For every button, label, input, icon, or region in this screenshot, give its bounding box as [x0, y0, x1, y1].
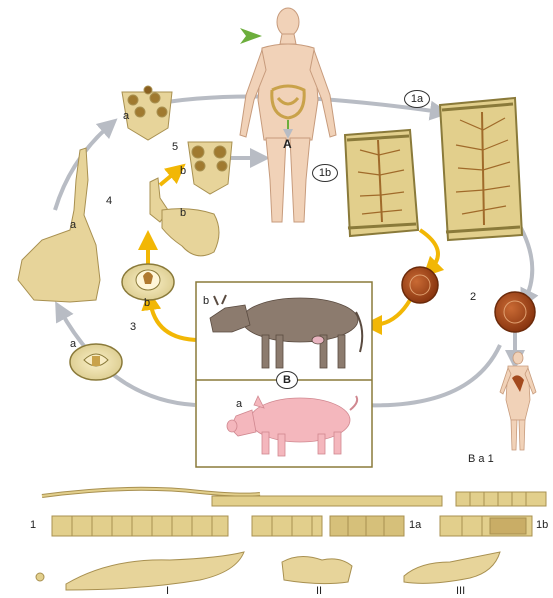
label-b-a-1: B a 1 — [468, 454, 494, 465]
label-row-1a: 1a — [409, 520, 421, 531]
label-stage-4: 4 — [106, 196, 112, 207]
human-figure-a — [240, 8, 336, 222]
label-a-cyst: a — [70, 339, 76, 350]
label-stage-2: 2 — [470, 292, 476, 303]
yellow-arrow-up-to-5 — [160, 170, 178, 185]
green-pointer-icon — [240, 28, 262, 44]
label-1a-circle: 1a — [404, 90, 430, 108]
label-row-1: 1 — [30, 520, 36, 531]
label-b-cow: b — [203, 296, 209, 307]
label-B: B — [283, 374, 291, 386]
proglottid-1b — [345, 130, 418, 236]
label-b-cyst: b — [144, 298, 150, 309]
label-1b-circle: 1b — [312, 164, 338, 182]
label-stage-3: 3 — [130, 322, 136, 333]
label-a-scolex: a — [123, 111, 129, 122]
yellow-arrow-egg-to-cow — [372, 300, 410, 325]
yellow-arrow-1b-to-egg — [420, 230, 438, 270]
label-a-pig: a — [236, 399, 242, 410]
egg-dot — [36, 573, 44, 581]
proglottid-1a — [440, 98, 522, 240]
label-b-scolex-5: b — [180, 166, 186, 177]
proglottid-III — [404, 552, 500, 583]
label-roman-II: II — [316, 586, 322, 597]
proglottid-I — [66, 552, 244, 590]
scolex-b-5 — [188, 142, 232, 194]
label-1a: 1a — [411, 93, 423, 105]
scolex-a-top — [122, 86, 172, 140]
label-row-1b: 1b — [536, 520, 548, 531]
label-1b: 1b — [319, 167, 331, 179]
cysticercus-a — [70, 344, 122, 380]
cysticercus-b — [122, 264, 174, 300]
label-B-circle: B — [276, 371, 298, 389]
label-a-larva: a — [70, 220, 76, 231]
egg-2 — [495, 292, 535, 332]
proglottid-II — [282, 556, 352, 583]
human-figure-b — [500, 352, 536, 450]
label-roman-I: I — [166, 586, 169, 597]
cycle-arrow-bottom — [360, 345, 500, 405]
egg-1 — [402, 267, 438, 303]
yellow-arrow-cow-to-cyst — [150, 300, 200, 340]
label-b-larva-4: b — [180, 208, 186, 219]
label-stage-5: 5 — [172, 142, 178, 153]
label-A: A — [283, 138, 292, 150]
evaginated-larva-a — [18, 148, 100, 302]
label-roman-III: III — [456, 586, 465, 597]
